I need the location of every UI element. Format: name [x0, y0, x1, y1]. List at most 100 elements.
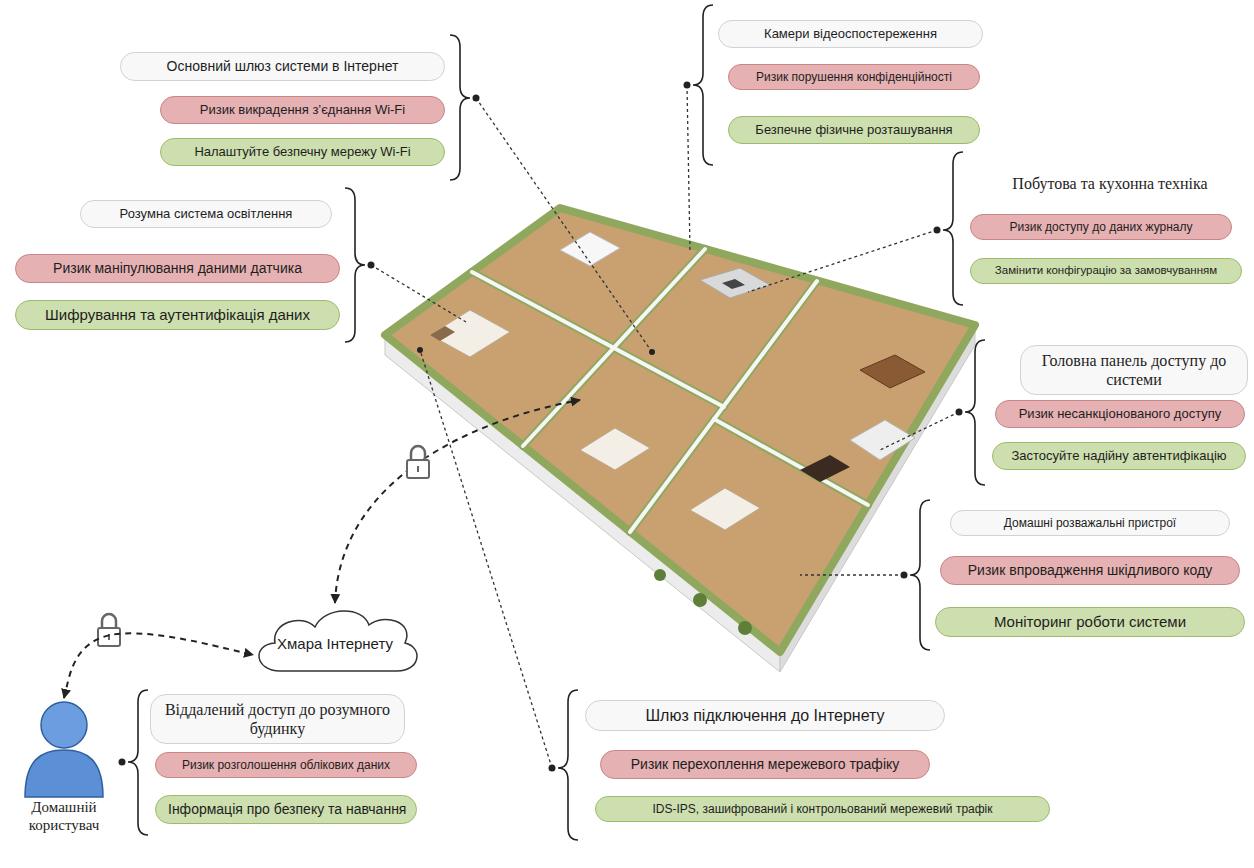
leader-lines	[371, 85, 959, 768]
leader-line	[476, 98, 652, 352]
curly-bracket	[943, 152, 963, 305]
label-text: Інформація про безпеку та навчання	[168, 801, 404, 818]
risk-pill: Ризик порушення конфіденційності	[728, 64, 980, 90]
label-text: Головна панель доступу до системи	[1033, 351, 1235, 389]
label-text: Ризик доступу до даних журналу	[983, 220, 1219, 234]
bed	[430, 310, 510, 357]
component-heading: Віддалений доступ до розумного будинку	[150, 694, 405, 744]
label-text: Ризик несанкціонованого доступу	[1008, 406, 1232, 422]
curly-bracket	[450, 35, 470, 180]
bed	[580, 428, 650, 470]
lock-icon	[407, 446, 429, 478]
leader-line	[420, 350, 552, 768]
risk-pill: Ризик перехоплення мережевого трафіку	[600, 750, 930, 779]
plant	[693, 593, 707, 607]
component-heading: Домашні розважальні пристрої	[950, 510, 1230, 536]
bed	[690, 488, 760, 530]
label-text: Ризик розголошення облікових даних	[168, 758, 404, 772]
label-text: Шифрування та аутентифікація даних	[28, 306, 327, 324]
label-text: Ризик порушення конфіденційності	[741, 70, 967, 84]
component-heading: Камери відеоспостереження	[718, 20, 983, 48]
curly-bracket	[558, 690, 578, 840]
label-text: Віддалений доступ до розумного будинку	[163, 700, 392, 738]
label-text: Камери відеоспостереження	[731, 26, 970, 42]
label-text: Моніторинг роботи системи	[948, 613, 1232, 631]
component-heading: Головна панель доступу до системи	[1020, 345, 1248, 395]
mitigation-pill: Інформація про безпеку та навчання	[155, 795, 417, 824]
mitigation-pill: Моніторинг роботи системи	[935, 607, 1245, 637]
wall	[614, 348, 724, 407]
label-text: Налаштуйте безпечну мережу Wi-Fi	[173, 144, 432, 160]
anchor-dot	[549, 765, 556, 772]
wall	[714, 419, 868, 505]
user-icon	[21, 698, 107, 798]
label-text: Ризик викрадення з’єднання Wi-Fi	[173, 102, 432, 118]
risk-pill: Ризик розголошення облікових даних	[155, 752, 417, 778]
stove	[722, 279, 745, 289]
lock-keyhole	[417, 466, 419, 472]
anchor-dots	[119, 82, 963, 772]
mitigation-pill: Безпечне фізичне розташування	[728, 116, 980, 144]
label-text: Застосуйте надійну автентифікацію	[1005, 448, 1233, 464]
mitigation-pill: Налаштуйте безпечну мережу Wi-Fi	[160, 138, 445, 166]
mitigation-pill: Замінити конфігурацію за замовчуванням	[970, 258, 1242, 284]
anchor-dot	[956, 409, 963, 416]
plant	[738, 621, 752, 635]
leader-line	[748, 230, 937, 292]
plant	[654, 569, 666, 581]
label-text: Хмара Інтернету	[277, 635, 393, 653]
mitigation-pill: Шифрування та аутентифікація даних	[15, 300, 340, 330]
label-text: Безпечне фізичне розташування	[741, 122, 967, 138]
curly-bracket	[128, 690, 148, 835]
user-body	[25, 750, 103, 797]
component-heading: Основний шлюз системи в Інтернет	[120, 52, 445, 81]
wall	[714, 419, 868, 505]
kitchen-counter	[700, 268, 770, 298]
internet-cloud: Хмара Інтернету	[245, 603, 425, 675]
pillow	[430, 326, 455, 341]
label-text: Домашні розважальні пристрої	[963, 516, 1217, 530]
user-figure: Домашній користувач	[8, 698, 120, 834]
dashed-connector	[64, 633, 253, 698]
component-heading: Шлюз підключення до Інтернету	[585, 700, 945, 731]
curly-bracket	[693, 5, 713, 165]
wall	[614, 348, 724, 407]
anchor-dot	[901, 572, 908, 579]
label-text: IDS-IPS, зашифрований і контрольований м…	[608, 802, 1037, 816]
dashed-link	[335, 400, 580, 603]
lock-shackle	[411, 446, 425, 460]
label-text: Ризик впровадження шкідливого коду	[953, 562, 1227, 579]
label-text: Домашній користувач	[8, 798, 120, 834]
lock-icon	[98, 614, 120, 646]
leader-line	[880, 412, 959, 450]
user-head	[41, 702, 87, 748]
risk-pill: Ризик маніпулювання даними датчика	[15, 254, 340, 283]
label-text: Замінити конфігурацію за замовчуванням	[983, 264, 1229, 278]
anchor-dot	[934, 227, 941, 234]
label-text: Ризик маніпулювання даними датчика	[28, 260, 327, 277]
component-heading: Розумна система освітлення	[80, 200, 332, 228]
label-text: Розумна система освітлення	[93, 206, 319, 222]
curly-bracket	[345, 188, 365, 342]
component-heading: Побутова та кухонна техніка	[975, 168, 1245, 199]
label-text: Шлюз підключення до Інтернету	[598, 706, 932, 725]
risk-pill: Ризик доступу до даних журналу	[970, 214, 1232, 240]
brackets	[128, 5, 985, 840]
label-text: Ризик перехоплення мережевого трафіку	[613, 756, 917, 773]
bathtub	[560, 232, 620, 266]
sofa	[850, 420, 915, 460]
leader-line	[687, 85, 690, 250]
coffee-table	[800, 455, 850, 482]
risk-pill: Ризик впровадження шкідливого коду	[940, 556, 1240, 585]
mitigation-pill: IDS-IPS, зашифрований і контрольований м…	[595, 796, 1050, 822]
anchor-dot	[473, 95, 480, 102]
leader-line	[371, 265, 466, 322]
anchor-dot	[368, 262, 375, 269]
anchor-dot	[649, 349, 655, 355]
floor	[385, 208, 975, 652]
lock-shackle	[102, 614, 116, 628]
interior-walls	[472, 249, 868, 532]
curly-bracket	[965, 340, 985, 485]
label-text: Основний шлюз системи в Інтернет	[133, 58, 432, 75]
interior-walls	[472, 249, 868, 532]
